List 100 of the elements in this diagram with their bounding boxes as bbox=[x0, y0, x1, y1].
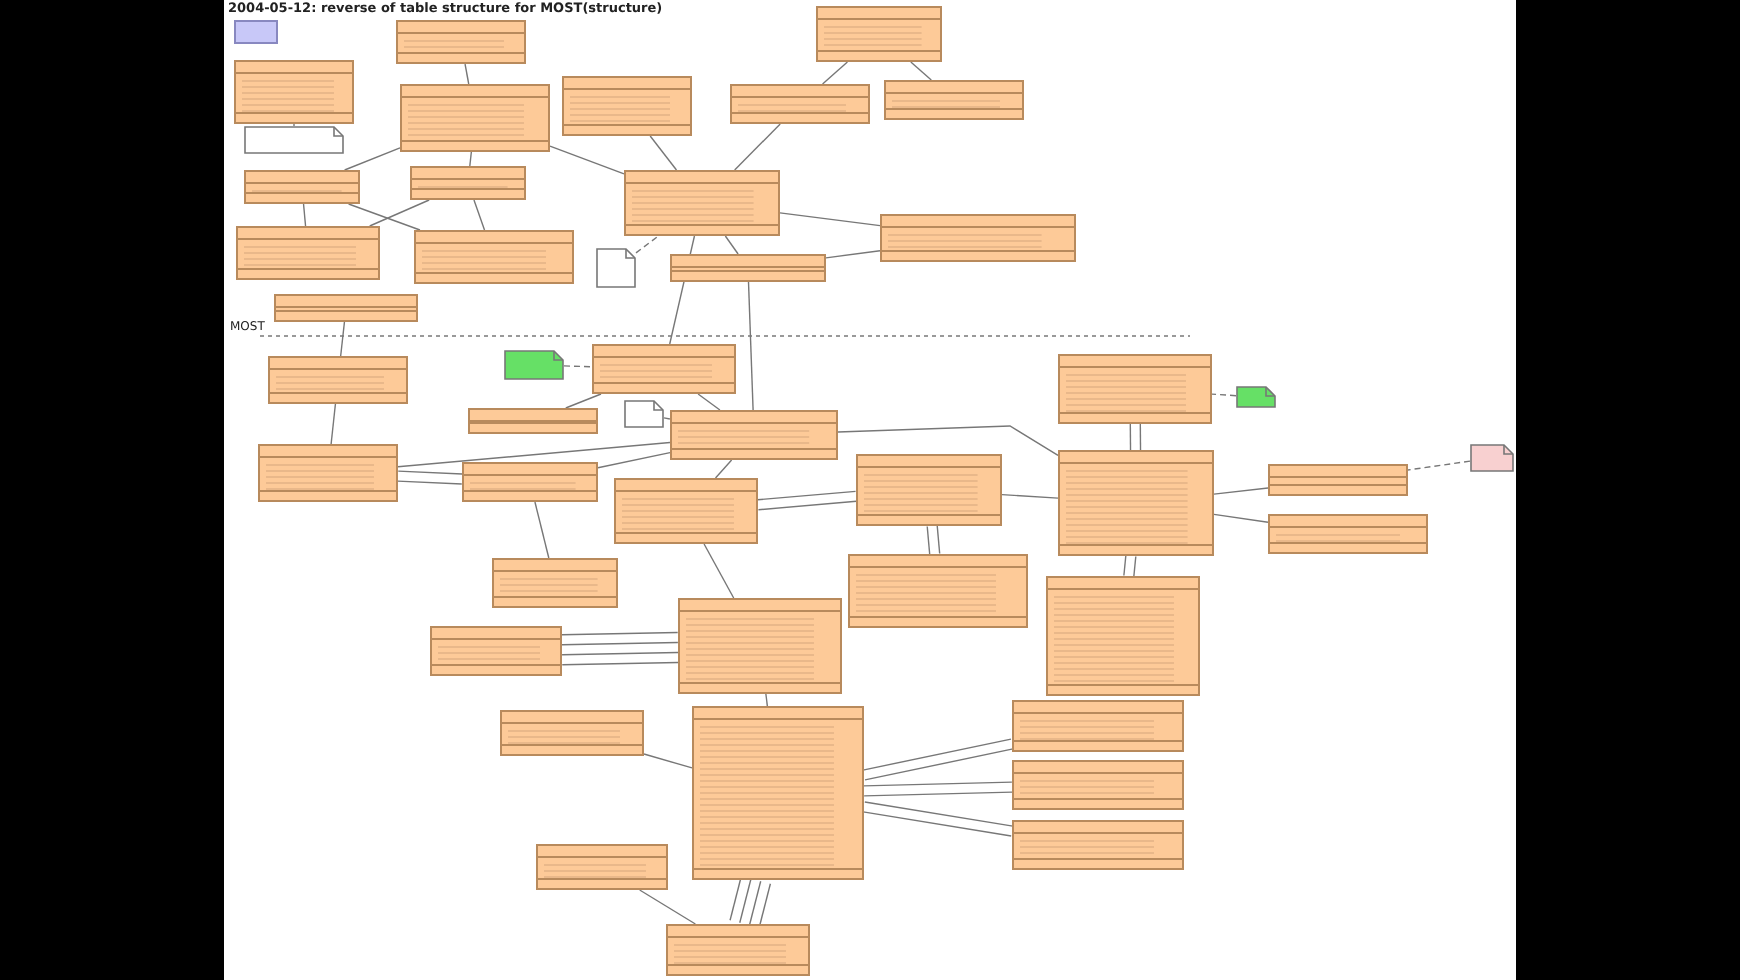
table-box bbox=[1058, 450, 1214, 556]
association-line bbox=[397, 470, 463, 475]
association-line bbox=[397, 480, 463, 485]
association-line bbox=[724, 235, 739, 255]
table-box bbox=[400, 84, 550, 152]
note-box bbox=[1236, 386, 1276, 408]
table-box bbox=[1046, 576, 1200, 696]
note-link bbox=[563, 365, 593, 368]
table-box bbox=[848, 554, 1028, 628]
table-box bbox=[1058, 354, 1212, 424]
table-box bbox=[414, 230, 574, 284]
association-line bbox=[649, 135, 678, 171]
table-box bbox=[614, 478, 758, 544]
association-line bbox=[397, 441, 671, 468]
table-box bbox=[258, 444, 398, 502]
stereotype-box bbox=[234, 20, 278, 44]
association-line bbox=[639, 889, 697, 925]
table-box bbox=[492, 558, 618, 608]
association-line bbox=[739, 878, 752, 924]
association-line bbox=[565, 393, 602, 409]
association-line bbox=[863, 791, 1013, 797]
table-box bbox=[462, 462, 598, 502]
association-line bbox=[747, 281, 754, 411]
table-box bbox=[268, 356, 408, 404]
table-box bbox=[856, 454, 1002, 526]
association-line bbox=[343, 147, 401, 171]
association-line bbox=[643, 753, 693, 769]
association-line bbox=[330, 403, 337, 445]
association-line bbox=[821, 61, 849, 85]
association-line bbox=[549, 145, 625, 175]
note-box bbox=[596, 248, 636, 288]
table-box bbox=[244, 170, 360, 204]
note-box bbox=[1470, 444, 1514, 472]
association-line bbox=[864, 748, 1014, 781]
note-link bbox=[635, 235, 660, 254]
association-line bbox=[757, 500, 858, 511]
association-line bbox=[1001, 493, 1059, 499]
association-line bbox=[369, 199, 430, 227]
note-link bbox=[1407, 460, 1471, 471]
association-line bbox=[779, 212, 881, 227]
table-box bbox=[884, 80, 1024, 120]
association-line bbox=[534, 501, 550, 559]
table-box bbox=[730, 84, 870, 124]
table-box bbox=[396, 20, 526, 64]
table-box bbox=[536, 844, 668, 890]
association-line bbox=[561, 631, 679, 636]
association-line bbox=[862, 811, 1012, 837]
association-line bbox=[756, 490, 857, 501]
table-box bbox=[500, 710, 644, 756]
association-line bbox=[1129, 423, 1132, 451]
table-box bbox=[1268, 464, 1408, 496]
table-box bbox=[1268, 514, 1428, 554]
association-line bbox=[1139, 423, 1142, 451]
association-line bbox=[1213, 513, 1269, 523]
association-line bbox=[733, 123, 781, 171]
association-line bbox=[561, 641, 679, 646]
table-box bbox=[816, 6, 942, 62]
table-box bbox=[624, 170, 780, 236]
association-line bbox=[703, 543, 735, 599]
association-line bbox=[561, 651, 679, 656]
association-line bbox=[339, 321, 346, 357]
association-line bbox=[862, 738, 1012, 771]
table-box bbox=[468, 408, 598, 434]
association-line bbox=[758, 883, 772, 929]
note-box bbox=[624, 400, 664, 428]
note-box bbox=[244, 126, 344, 154]
table-box bbox=[692, 706, 864, 880]
association-line bbox=[837, 425, 1059, 457]
association-line bbox=[473, 199, 486, 231]
association-line bbox=[1213, 487, 1269, 495]
table-box bbox=[1012, 700, 1184, 752]
association-line bbox=[825, 250, 881, 259]
note-link bbox=[1211, 393, 1237, 397]
table-box bbox=[678, 598, 842, 694]
note-box bbox=[504, 350, 564, 380]
association-line bbox=[864, 801, 1014, 827]
association-line bbox=[729, 875, 742, 921]
association-line bbox=[926, 525, 931, 556]
table-box bbox=[410, 166, 526, 200]
association-line bbox=[1123, 554, 1127, 577]
association-line bbox=[1133, 555, 1137, 578]
table-box bbox=[562, 76, 692, 136]
table-box bbox=[234, 60, 354, 124]
table-box bbox=[236, 226, 380, 280]
association-line bbox=[697, 393, 721, 411]
table-box bbox=[670, 254, 826, 282]
table-box bbox=[880, 214, 1076, 262]
association-line bbox=[765, 693, 769, 707]
association-line bbox=[561, 661, 679, 666]
table-box bbox=[1012, 760, 1184, 810]
association-line bbox=[936, 524, 941, 555]
association-line bbox=[748, 880, 762, 926]
note-link bbox=[663, 417, 671, 420]
table-box bbox=[592, 344, 736, 394]
association-line bbox=[863, 781, 1013, 787]
association-line bbox=[347, 203, 421, 231]
association-line bbox=[464, 63, 470, 85]
association-line bbox=[469, 151, 473, 167]
table-box bbox=[670, 410, 838, 460]
association-line bbox=[302, 203, 307, 227]
